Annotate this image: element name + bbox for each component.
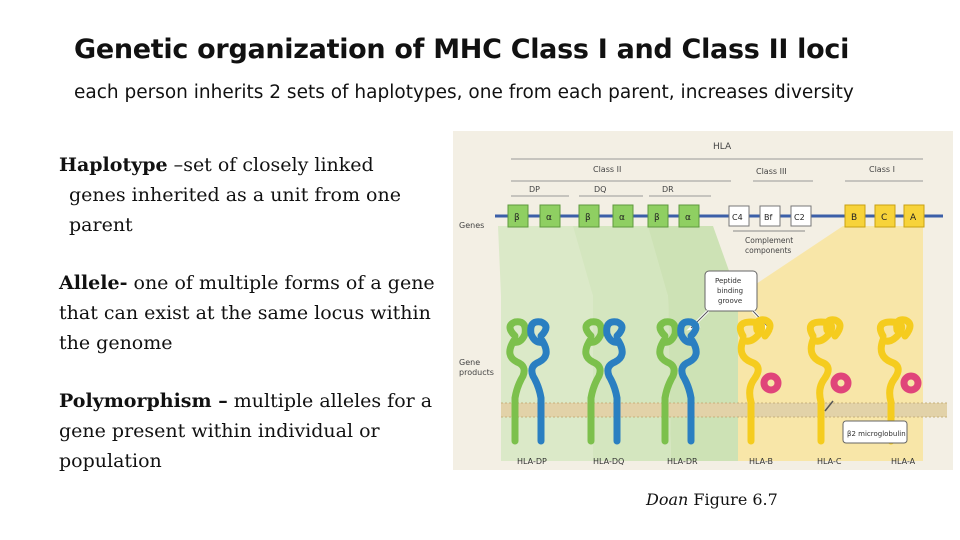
gene-products-label: Gene <box>459 358 480 367</box>
class3-label: Class III <box>756 167 787 176</box>
class1-molecules <box>736 316 922 445</box>
definition-text: multiple alleles for a gene present with… <box>59 390 433 472</box>
class2-label: Class II <box>593 165 621 174</box>
class1-label: Class I <box>869 165 895 174</box>
complement-label: components <box>745 246 791 255</box>
gene-box-label: β <box>585 213 591 223</box>
definition-allele: Allele- one of multiple forms of a gene … <box>59 268 454 358</box>
product-label: HLA-DQ <box>593 457 624 466</box>
hla-dp-molecule <box>506 318 550 445</box>
dr-label: DR <box>662 185 674 194</box>
gene-products-label: products <box>459 368 494 377</box>
hla-label: HLA <box>713 142 732 152</box>
mhc-diagram: HLA Class II Class III Class I DP DQ DR … <box>459 142 947 466</box>
gene-box <box>903 204 925 228</box>
gene-box <box>578 204 600 228</box>
product-label: HLA-B <box>749 457 773 466</box>
dp-label: DP <box>529 185 540 194</box>
gene-box-label: B <box>851 213 857 223</box>
peptide-label: Peptide <box>715 277 741 285</box>
slide-subtitle: each person inherits 2 sets of haplotype… <box>74 82 854 103</box>
peptide-callout <box>704 270 758 312</box>
gene-box-label: α <box>546 213 552 223</box>
gene-box <box>647 204 669 228</box>
hla-c-molecule <box>806 316 852 445</box>
gene-box <box>844 204 866 228</box>
mhc-figure: HLA Class II Class III Class I DP DQ DR … <box>453 131 953 470</box>
product-label: HLA-DP <box>517 457 547 466</box>
definition-haplotype: Haplotype –set of closely linked genes i… <box>59 150 454 240</box>
product-label: HLA-C <box>817 457 842 466</box>
gene-box <box>678 204 700 228</box>
product-label: HLA-DR <box>667 457 698 466</box>
hla-dr-molecule <box>656 318 700 445</box>
gene-box <box>612 204 634 228</box>
definition-term: Polymorphism – <box>59 390 228 412</box>
definition-text: set of closely linked <box>183 154 374 176</box>
definition-polymorphism: Polymorphism – multiple alleles for a ge… <box>59 386 454 476</box>
product-label: HLA-A <box>891 457 916 466</box>
definitions-list: Haplotype –set of closely linked genes i… <box>59 150 454 504</box>
gene-box-label: C2 <box>794 213 805 222</box>
gene-box <box>790 205 812 227</box>
gene-box-label: C4 <box>732 213 743 222</box>
gene-box <box>728 205 750 227</box>
definition-term: Haplotype <box>59 154 168 176</box>
hla-a-molecule <box>876 316 922 445</box>
gene-box-label: C <box>881 213 887 223</box>
gene-box <box>874 204 896 228</box>
class2-molecules <box>506 318 700 445</box>
gene-box <box>507 204 529 228</box>
gene-box-label: α <box>685 213 691 223</box>
product-labels: HLA-DP HLA-DQ HLA-DR HLA-B HLA-C HLA-A <box>517 457 916 466</box>
class1-region <box>738 226 923 461</box>
hla-dq-molecule <box>582 318 626 445</box>
peptide-label: groove <box>718 297 742 305</box>
gene-box-label: α <box>619 213 625 223</box>
caption-ref: Figure 6.7 <box>688 490 778 509</box>
gene-box-label: A <box>910 213 917 223</box>
b2m-arrow <box>824 400 834 412</box>
hla-b-molecule <box>736 316 782 445</box>
figure-caption: Doan Figure 6.7 <box>646 490 778 509</box>
gene-box <box>759 205 781 227</box>
peptide-label: binding <box>717 287 743 295</box>
gene-box <box>539 204 561 228</box>
b2m-label: β2 microglobulin <box>847 430 906 438</box>
caption-author: Doan <box>646 490 689 509</box>
definition-term: Allele- <box>59 272 128 294</box>
definition-text: genes inherited as a unit from one paren… <box>69 184 401 236</box>
complement-label: Complement <box>745 236 793 245</box>
definition-text: one of multiple forms of a gene that can… <box>59 272 435 354</box>
definition-separator: – <box>167 154 184 176</box>
gene-box-label: Bf <box>764 213 772 222</box>
gene-box-label: β <box>514 213 520 223</box>
slide-title: Genetic organization of MHC Class I and … <box>74 34 850 65</box>
genes-row-label: Genes <box>459 221 484 230</box>
gene-boxes: β α β α β α C4 Bf C2 B C A <box>507 204 925 228</box>
b2m-callout <box>842 420 908 444</box>
membrane <box>501 403 947 417</box>
gene-box-label: β <box>654 213 660 223</box>
dq-label: DQ <box>594 185 606 194</box>
